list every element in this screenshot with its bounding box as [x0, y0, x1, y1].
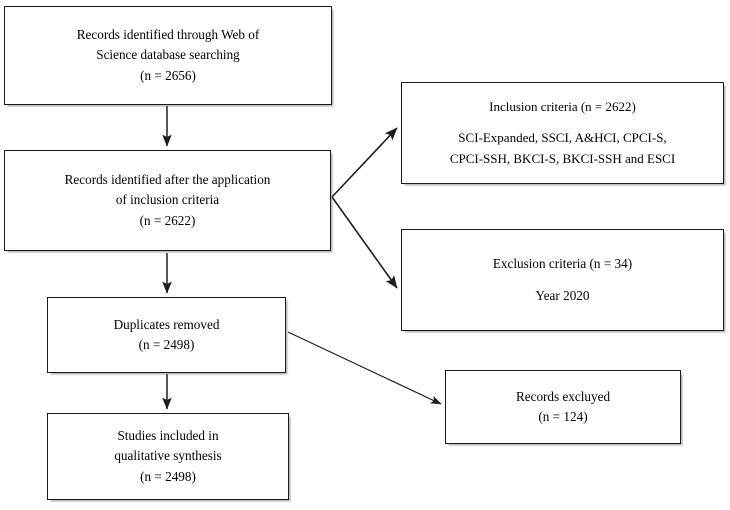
records-after-line-1: Records identified after the application [64, 171, 271, 187]
studies-included-count: (n = 2498) [140, 468, 196, 484]
arrow-after-to-exclusion [331, 196, 398, 289]
duplicates-removed-count: (n = 2498) [138, 337, 195, 352]
inclusion-criteria-line-2: CPCI-SSH, BKCI-S, BKCI-SSH and ESCI [449, 150, 676, 166]
exclusion-criteria-title: Exclusion criteria (n = 34) [492, 256, 633, 272]
records-identified-count: (n = 2656) [140, 67, 196, 83]
studies-included-line-2: qualitative synthesis [114, 448, 222, 464]
duplicates-removed-label: Duplicates removed [113, 316, 220, 332]
exclusion-criteria-box: Exclusion criteria (n = 34) Year 2020 [401, 229, 724, 331]
records-identified-line-2: Science database searching [96, 47, 240, 63]
records-identified-box: Records identified through Web of Scienc… [4, 6, 332, 105]
records-after-inclusion-box: Records identified after the application… [4, 150, 331, 251]
exclusion-criteria-year: Year 2020 [535, 287, 590, 303]
records-excluyed-box: Records excluyed (n = 124) [445, 370, 681, 444]
arrow-after-to-inclusion [331, 127, 398, 198]
duplicates-removed-box: Duplicates removed (n = 2498) [47, 297, 286, 373]
records-after-count: (n = 2622) [139, 212, 196, 228]
records-excluyed-label: Records excluyed [515, 388, 611, 404]
studies-included-line-1: Studies included in [117, 427, 219, 443]
records-after-line-2: of inclusion criteria [115, 192, 220, 208]
inclusion-criteria-box: Inclusion criteria (n = 2622) SCI-Expand… [401, 82, 724, 184]
inclusion-criteria-title: Inclusion criteria (n = 2622) [489, 99, 636, 115]
studies-included-box: Studies included in qualitative synthesi… [47, 413, 289, 500]
arrow-duplicates-to-excluyed [287, 331, 442, 405]
records-excluyed-count: (n = 124) [538, 409, 588, 424]
inclusion-criteria-line-1: SCI-Expanded, SSCI, A&HCI, CPCI-S, [458, 130, 667, 146]
records-identified-line-1: Records identified through Web of [76, 26, 260, 42]
